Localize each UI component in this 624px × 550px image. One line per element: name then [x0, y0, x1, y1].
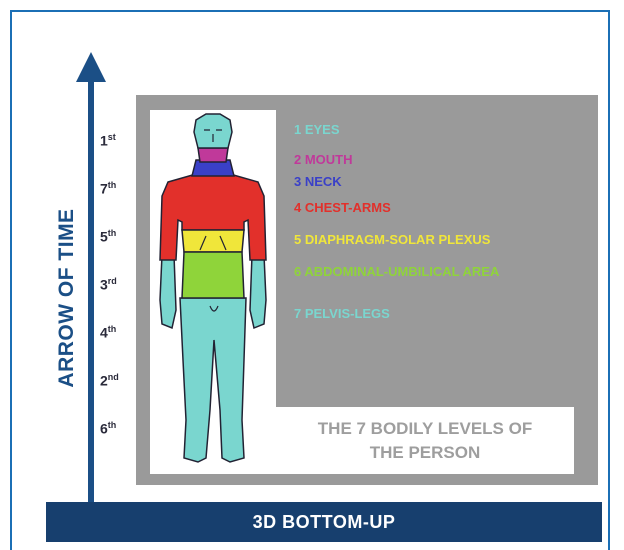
footer-bar: 3D BOTTOM-UP: [46, 502, 602, 542]
left-forearm-segment: [160, 255, 176, 328]
legs-segment: [180, 298, 246, 462]
level-eyes: 1 EYES: [294, 122, 340, 137]
mouth-segment: [198, 148, 228, 162]
rank-2: 7th: [100, 180, 116, 197]
rank-4: 3rd: [100, 276, 117, 293]
abdomen-segment: [182, 252, 244, 298]
footer-label: 3D BOTTOM-UP: [253, 512, 396, 533]
level-abdomen: 6 ABDOMINAL-UMBILICAL AREA: [294, 264, 499, 279]
level-neck: 3 NECK: [294, 174, 342, 189]
level-chest-arms: 4 CHEST-ARMS: [294, 200, 391, 215]
head-segment: [194, 114, 232, 148]
rank-7: 6th: [100, 420, 116, 437]
level-pelvis-legs: 7 PELVIS-LEGS: [294, 306, 390, 321]
level-mouth: 2 MOUTH: [294, 152, 353, 167]
time-arrow-label: ARROW OF TIME: [55, 208, 79, 387]
rank-5: 4th: [100, 324, 116, 341]
level-diaphragm: 5 DIAPHRAGM-SOLAR PLEXUS: [294, 232, 490, 247]
time-arrow-shaft: [88, 78, 94, 502]
time-arrow-head-icon: [76, 52, 106, 82]
rank-3: 5th: [100, 228, 116, 245]
caption-line-2: THE PERSON: [370, 441, 481, 465]
rank-1: 1st: [100, 132, 116, 149]
caption-line-1: THE 7 BODILY LEVELS OF: [318, 417, 532, 441]
rank-6: 2nd: [100, 372, 119, 389]
diaphragm-segment: [182, 230, 244, 252]
body-figure-illustration: [150, 110, 276, 474]
caption-box: THE 7 BODILY LEVELS OF THE PERSON: [276, 407, 574, 474]
right-forearm-segment: [250, 255, 266, 328]
